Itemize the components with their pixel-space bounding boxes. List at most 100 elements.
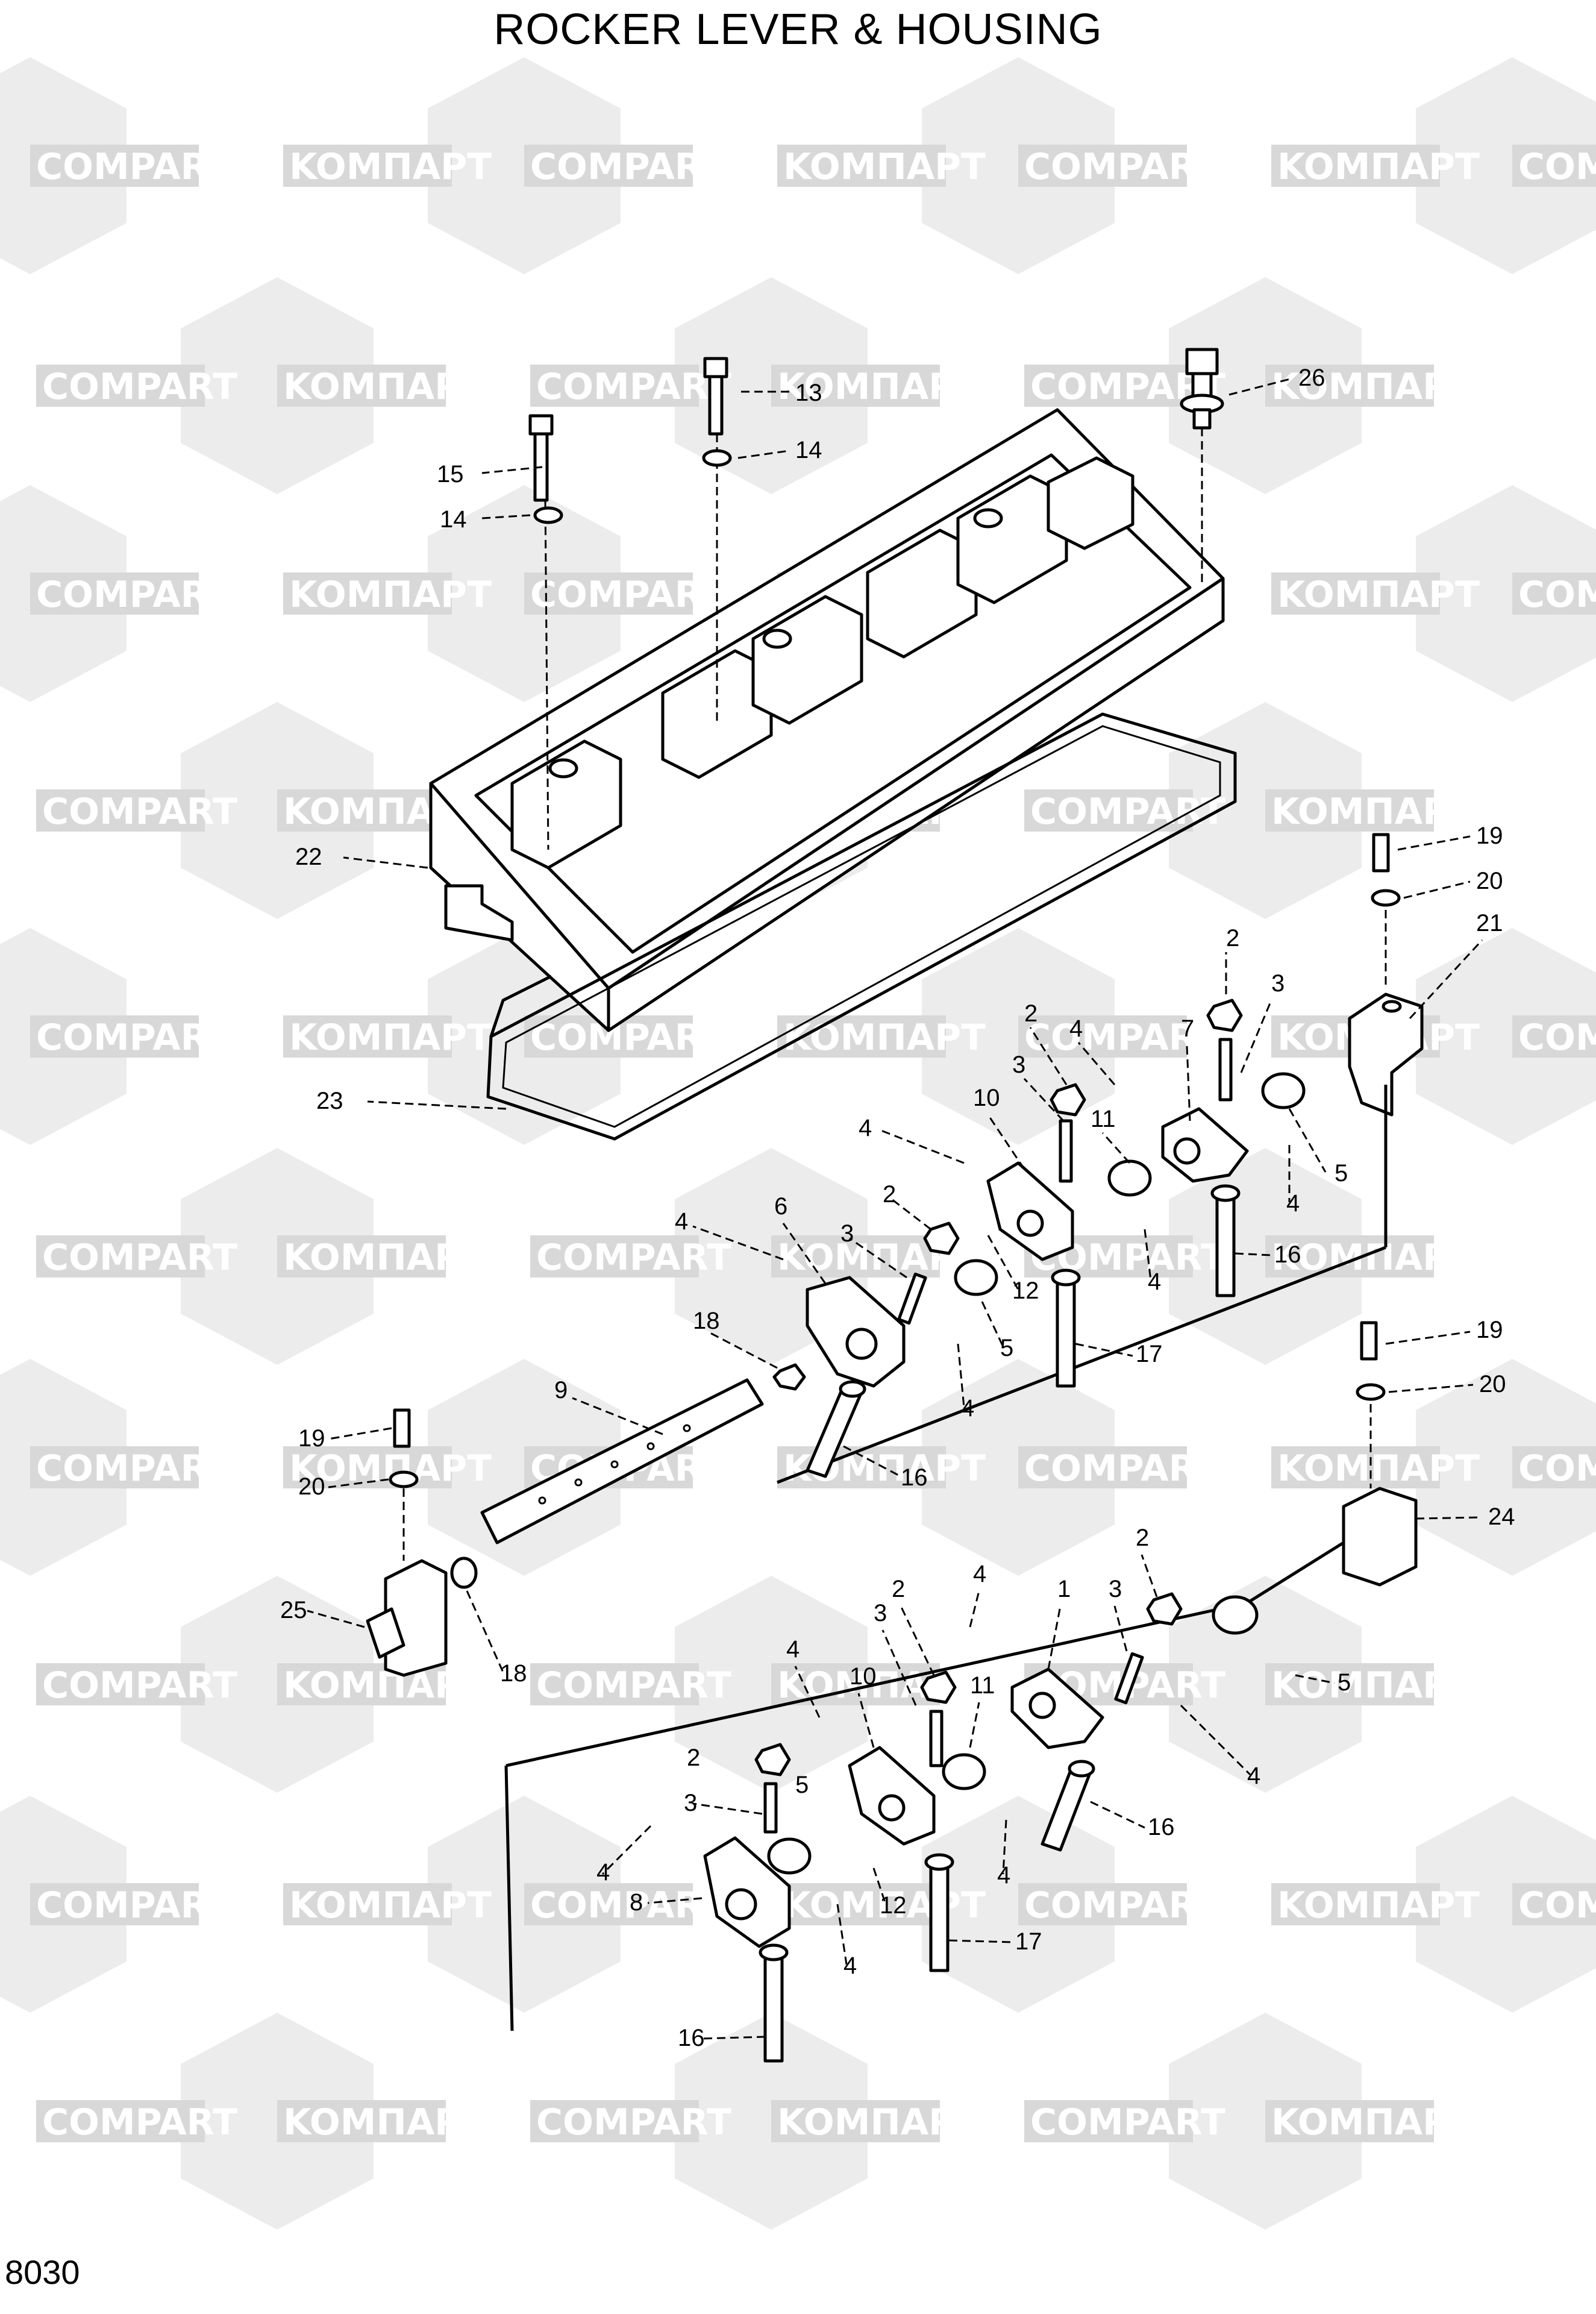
watermark-text: COMPART [36,1884,231,1927]
support-24 [1246,1321,1418,1605]
lower-rail-line [505,1601,1248,1767]
callout-label: 17 [1136,1341,1163,1367]
callout-label: 3 [874,1600,887,1626]
callout-label: 14 [440,506,467,533]
callout-leader [879,1129,965,1164]
watermark-text: COMPART [42,1237,237,1279]
watermark-band [1271,1446,1440,1488]
pushrod-16-a [806,1380,866,1478]
callout-leader [1077,1042,1116,1085]
callout-label: 23 [316,1088,343,1114]
bushing-5-upper-b [1107,1159,1152,1197]
callout-leader [1295,1674,1335,1684]
watermark-band [30,572,199,615]
callout-label: 19 [298,1425,325,1452]
watermark-text: KOMПАРТ [783,146,986,188]
callout-label: 2 [1226,925,1239,952]
watermark-band [1265,1663,1434,1705]
callout-label: 4 [675,1208,688,1235]
adjust-screw-3-lower-b [929,1710,944,1767]
bolt-15 [528,414,554,850]
watermark-text: KOMПАРТ [283,366,486,408]
watermark-text: KOMПАРТ [289,146,492,188]
housing-gasket [486,712,1237,1141]
watermark-hex [1416,1796,1596,2013]
watermark-band [1018,1015,1187,1058]
callout-label: 4 [961,1395,974,1422]
watermark-band [283,1883,452,1925]
watermark-band [36,1235,205,1278]
watermark-text: KOMПАРТ [1271,1664,1474,1707]
callout-label: 21 [1476,910,1503,936]
watermark-text: KOMПАРТ [777,366,980,408]
callout-label: 16 [1148,1814,1175,1840]
watermark-band [277,365,446,407]
callout-leader [1029,1027,1068,1085]
callout-label: 4 [843,1952,857,1979]
callout-leader [692,1225,784,1261]
callout-label: 12 [1012,1278,1039,1304]
callout-label: 2 [687,1745,700,1771]
callout-leader [1385,1331,1471,1345]
watermark-band [1018,1883,1187,1925]
rocker-lever-10-lower [848,1746,936,1846]
watermark-band [530,365,699,407]
rocker-lever-8 [703,1836,791,1948]
support-21 [1348,833,1424,1247]
watermark-hex [1416,57,1596,274]
callout-label: 16 [901,1464,928,1491]
callout-leader [1240,1000,1272,1073]
callout-label: 3 [1012,1052,1025,1078]
callout-leader [836,1904,848,1965]
callout-label: 15 [437,461,464,488]
callout-leader [1397,835,1471,851]
callout-leader [1101,1132,1131,1164]
callout-leader [969,1590,980,1628]
callout-label: 18 [693,1308,720,1334]
watermark-text: KOMПАРТ [783,1017,986,1059]
watermark-text: COMPART [1030,2101,1225,2143]
watermark-text: KOMПАРТ [1277,574,1480,616]
watermark-text: COMPART [1024,146,1219,188]
callout-label: 4 [973,1561,986,1587]
watermark-band [524,145,693,187]
callout-label: 12 [880,1892,907,1919]
callout-leader [1002,1819,1007,1875]
callout-leader [701,2036,766,2040]
bushing-5-upper-a [954,1259,998,1296]
callout-leader [987,1114,1025,1170]
watermark-text: KOMПАРТ [1271,2101,1474,2143]
watermark-band [36,2100,205,2142]
callout-label: 14 [795,437,822,463]
callout-label: 18 [500,1660,527,1687]
callout-label: 4 [1148,1268,1161,1295]
callout-label: 20 [1476,868,1503,894]
callout-leader [1415,1516,1483,1520]
callout-label: 13 [795,380,822,406]
rocker-shaft-9 [480,1378,764,1544]
callout-label: 3 [1109,1576,1122,1602]
locknut-2-lower-c [1146,1592,1183,1626]
callout-leader [782,1223,827,1284]
callout-label: 20 [1479,1371,1506,1397]
watermark-text: KOMПАРТ [1277,1884,1480,1927]
watermark-text: COMPART [530,1017,725,1059]
callout-label: 24 [1488,1503,1515,1530]
watermark-text: COMPART [530,1884,725,1927]
watermark-text: KOMПАРТ [1271,791,1474,833]
callout-leader [1047,1605,1062,1670]
callout-leader [601,1825,652,1875]
watermark-text: COMPART [42,791,237,833]
watermark-band [30,145,199,187]
locknut-2-upper-b [1050,1083,1086,1117]
callout-label: 9 [554,1377,568,1403]
callout-label: 16 [678,2025,705,2051]
support-25 [366,1408,478,1677]
callout-leader [849,1237,907,1279]
callout-leader [1228,377,1293,396]
watermark-band [283,572,452,615]
watermark-text: COMPART [36,1017,231,1059]
watermark-text: COMPART [42,366,237,408]
callout-label: 4 [1069,1015,1083,1042]
